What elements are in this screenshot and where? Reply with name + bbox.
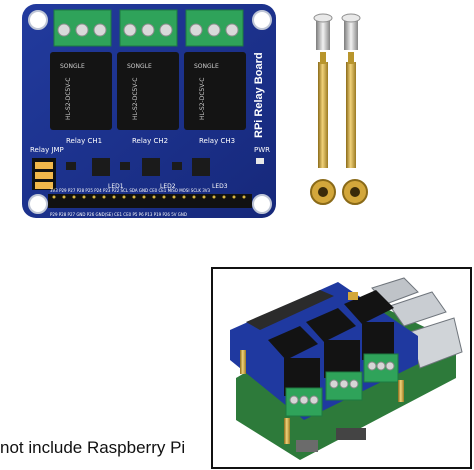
screws <box>313 13 361 50</box>
relay-label-ch1: Relay CH1 <box>66 137 102 145</box>
board-title: RPi Relay Board <box>253 52 265 138</box>
relay-model-3: HL-S2-DC5V-C <box>199 78 206 120</box>
led-label-3: LED3 <box>212 183 228 190</box>
caption: not include Raspberry Pi <box>0 438 186 457</box>
relay-model-2: HL-S2-DC5V-C <box>132 78 139 120</box>
relay-brand-1: SONGLE <box>60 63 85 70</box>
relay-brand-3: SONGLE <box>194 63 219 70</box>
gpio-header <box>48 194 252 208</box>
relays: SONGLE SONGLE SONGLE HL-S2-DC5V-C HL-S2-… <box>50 52 246 130</box>
mount-hole <box>252 194 272 214</box>
nuts <box>310 179 368 205</box>
pin-labels-bottom: P29 P28 P27 GND P26 GND(SE) CE1 CE0 P5 P… <box>50 212 187 217</box>
pin-labels-top: 3V3 P29 P27 P28 P25 P24 P23 P22 SCL SDA … <box>50 188 211 193</box>
relay-board: SONGLE SONGLE SONGLE HL-S2-DC5V-C HL-S2-… <box>22 4 276 218</box>
led-label-1: LED1 <box>108 183 124 190</box>
jumper-label: Relay JMP <box>30 146 64 154</box>
brass-standoffs <box>318 52 356 168</box>
jumper-block <box>32 158 56 190</box>
standoffs-screws <box>310 13 368 205</box>
relay-brand-2: SONGLE <box>127 63 152 70</box>
inset-photo <box>211 267 472 469</box>
mount-hole <box>28 10 48 30</box>
relay-model-1: HL-S2-DC5V-C <box>65 78 72 120</box>
led-label-2: LED2 <box>160 183 176 190</box>
pi-ports <box>371 277 463 369</box>
power-label: PWR <box>254 146 270 154</box>
relay-label-ch2: Relay CH2 <box>132 137 168 145</box>
mount-hole <box>252 10 272 30</box>
mount-hole <box>28 194 48 214</box>
terminal-blocks <box>53 9 244 47</box>
relay-label-ch3: Relay CH3 <box>199 137 235 145</box>
